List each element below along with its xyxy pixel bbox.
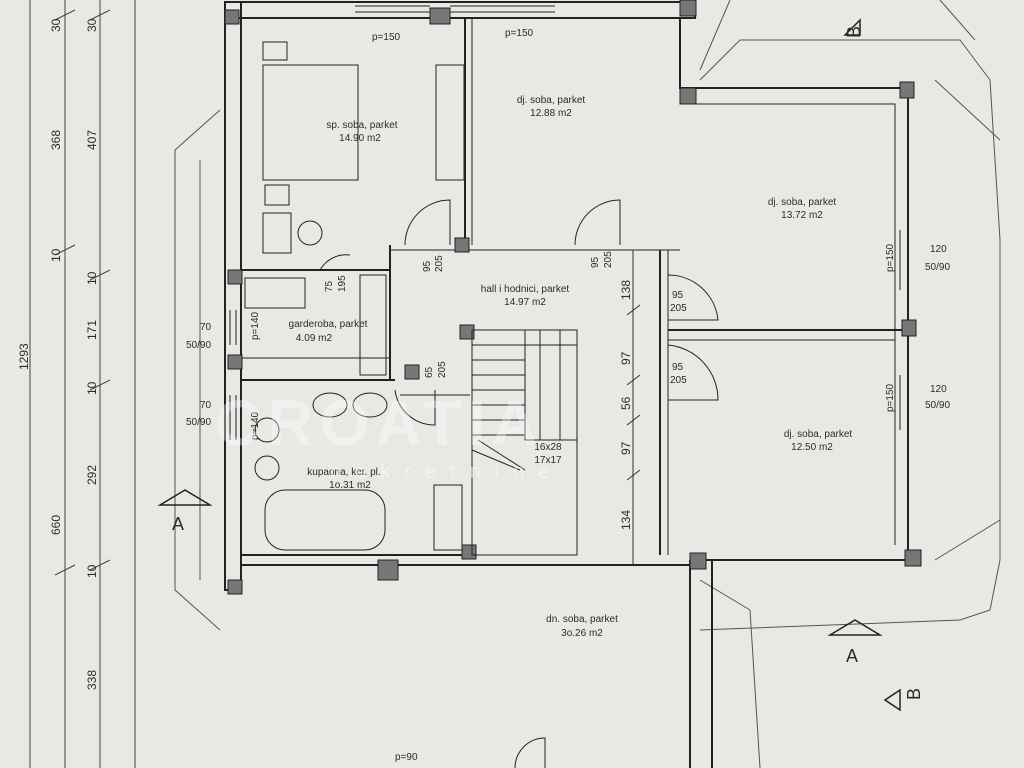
window-label-5090-b: 50/90 [925, 400, 950, 411]
section-mark-b-top: B [844, 26, 864, 38]
staircase [471, 329, 578, 556]
section-marks [157, 18, 901, 712]
watermark-sub: nekretnine [330, 461, 563, 483]
room-master-name: sp. soba, parket [326, 120, 397, 131]
dim-total: 1293 [17, 343, 31, 370]
room-kids2-name: dj. soba, parket [768, 197, 837, 208]
room-hall-area: 14.97 m2 [504, 297, 546, 308]
room-bathroom-area: 1o.31 m2 [329, 480, 371, 491]
dim-inner-4: 660 [49, 515, 63, 535]
door-label-c-w: 95 [672, 290, 684, 301]
door-swings [319, 199, 719, 768]
window-label-p140-b: p=140 [250, 411, 261, 440]
room-kids3-area: 12.50 m2 [791, 442, 833, 453]
room-kids3-name: dj. soba, parket [784, 429, 853, 440]
dim-outer-7: 10 [85, 564, 99, 578]
stairs-riser: 17x17 [534, 455, 562, 466]
dim-outer-8: 338 [85, 670, 99, 690]
section-mark-a-right: A [846, 646, 858, 666]
roof-outline [174, 0, 1001, 768]
door-label-f-h: 205 [437, 361, 448, 378]
dim-outer-4: 171 [85, 320, 99, 340]
dim-inner-2: 368 [49, 130, 63, 150]
dim-inner-1: 30 [49, 18, 63, 32]
room-hall-name: hall i hodnici, parket [481, 284, 570, 295]
window-label-p150-c: p=150 [885, 243, 896, 272]
room-wardrobe-name: garderoba, parket [289, 319, 368, 330]
wall-columns [224, 0, 922, 595]
window-label-5090-c: 50/90 [186, 340, 211, 351]
window-label-5090-d: 50/90 [186, 417, 211, 428]
room-wardrobe-area: 4.09 m2 [296, 333, 333, 344]
dimension-lines [29, 0, 136, 768]
room-master-area: 14.90 m2 [339, 133, 381, 144]
window-label-120-b: 120 [930, 384, 947, 395]
watermark-main: CROATIA [215, 387, 544, 459]
door-label-d-w: 95 [672, 362, 684, 373]
room-living-area: 3o.26 m2 [561, 628, 603, 639]
stairs-steps: 16x28 [534, 442, 562, 453]
window-label-p150-a: p=150 [372, 32, 401, 43]
hall-dimension-line [626, 250, 641, 565]
door-label-b-h: 205 [603, 251, 614, 268]
furniture [244, 41, 388, 551]
door-label-b-w: 95 [590, 256, 601, 268]
dim-outer-6: 292 [85, 465, 99, 485]
room-bathroom-name: kupaona, ker. pl. [307, 467, 380, 478]
door-label-c-h: 205 [670, 303, 687, 314]
door-label-e-h: 195 [337, 275, 348, 292]
room-living-name: dn. soba, parket [546, 614, 618, 625]
window-label-p150-b: p=150 [505, 28, 534, 39]
left-dimensions: 1293 30 368 10 660 30 407 10 171 10 292 … [17, 18, 99, 690]
windows [229, 5, 909, 440]
room-kids1-area: 12.88 m2 [530, 108, 572, 119]
room-kids2-area: 13.72 m2 [781, 210, 823, 221]
hall-dim-2: 97 [619, 351, 633, 365]
watermark: CROATIA nekretnine [215, 387, 563, 483]
window-label-120-a: 120 [930, 244, 947, 255]
dim-inner-3: 10 [49, 248, 63, 262]
door-labels: 95 205 95 205 95 205 95 205 75 195 65 20… [324, 251, 687, 386]
window-label-p90: p=90 [395, 752, 418, 763]
window-label-p140-a: p=140 [250, 311, 261, 340]
hall-dim-5: 134 [619, 510, 633, 530]
window-labels: p=150 p=150 p=150 p=150 p=140 p=140 p=90… [186, 28, 950, 763]
door-label-a-h: 205 [434, 255, 445, 272]
room-kids1-name: dj. soba, parket [517, 95, 586, 106]
dim-outer-2: 407 [85, 130, 99, 150]
room-labels: sp. soba, parket 14.90 m2 dj. soba, park… [289, 95, 853, 639]
door-label-e-w: 75 [324, 280, 335, 292]
dim-outer-5: 10 [85, 381, 99, 395]
hall-dim-4: 97 [619, 441, 633, 455]
hall-dimensions: 138 97 56 97 134 [619, 280, 633, 530]
dim-outer-3: 10 [85, 271, 99, 285]
door-label-a-w: 95 [422, 260, 433, 272]
section-mark-a-left: A [172, 514, 184, 534]
window-label-p150-d: p=150 [885, 383, 896, 412]
window-label-5090-a: 50/90 [925, 262, 950, 273]
hall-dim-3: 56 [619, 396, 633, 410]
section-mark-b-bottom: B [904, 688, 924, 700]
window-label-70-a: 70 [200, 322, 212, 333]
hall-dim-1: 138 [619, 280, 633, 300]
door-label-f-w: 65 [424, 366, 435, 378]
door-label-d-h: 205 [670, 375, 687, 386]
window-label-70-b: 70 [200, 400, 212, 411]
dim-outer-1: 30 [85, 18, 99, 32]
